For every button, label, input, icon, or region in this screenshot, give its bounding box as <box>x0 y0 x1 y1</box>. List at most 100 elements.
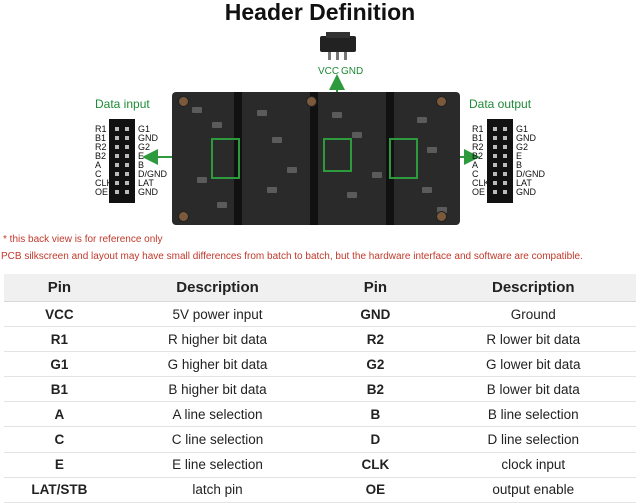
pin-label: A <box>472 160 479 170</box>
pin-label: A <box>95 160 102 170</box>
idc-pin <box>115 181 119 185</box>
description-cell: G lower bit data <box>430 351 636 378</box>
pin-cell: VCC <box>4 301 115 328</box>
pin-cell: OE <box>320 477 431 503</box>
pin-label: OE <box>472 187 486 197</box>
pin-label: CLK <box>95 178 113 188</box>
description-cell: Ground <box>430 301 636 328</box>
description-cell: B line selection <box>430 401 636 428</box>
idc-pin <box>503 172 507 176</box>
idc-pin <box>493 136 497 140</box>
pin-label: R2 <box>472 142 484 152</box>
pin-label: LAT <box>138 178 154 188</box>
power-header-connector <box>320 32 356 60</box>
description-cell: latch pin <box>114 477 321 503</box>
pin-cell: B <box>320 401 431 428</box>
data-output-idc-connector <box>487 119 513 203</box>
pin-label: R1 <box>95 124 107 134</box>
description-cell: clock input <box>430 452 636 478</box>
pin-label: G1 <box>516 124 529 134</box>
description-cell: 5V power input <box>114 301 321 328</box>
description-cell: B lower bit data <box>430 376 636 403</box>
description-cell: G higher bit data <box>114 351 321 378</box>
note-reference-only: * this back view is for reference only <box>3 234 163 245</box>
idc-pin <box>503 145 507 149</box>
idc-pin <box>493 127 497 131</box>
pin-cell: C <box>4 426 115 453</box>
description-cell: C line selection <box>114 426 321 453</box>
idc-pin <box>503 127 507 131</box>
pin-label: B1 <box>95 133 107 143</box>
mount-hole <box>306 96 317 107</box>
pin-label: E <box>516 151 523 161</box>
idc-pin <box>115 190 119 194</box>
pin-label: C <box>472 169 479 179</box>
pin-cell: B1 <box>4 376 115 403</box>
description-cell: E line selection <box>114 452 321 478</box>
pin-label: GND <box>138 187 158 197</box>
description-cell: output enable <box>430 477 636 503</box>
idc-pin <box>115 154 119 158</box>
idc-pin <box>125 163 129 167</box>
mount-hole <box>436 211 447 222</box>
description-cell: A line selection <box>114 401 321 428</box>
idc-pin <box>493 181 497 185</box>
description-cell: R higher bit data <box>114 326 321 353</box>
idc-pin <box>125 172 129 176</box>
pin-cell: B2 <box>320 376 431 403</box>
idc-pin <box>125 127 129 131</box>
pin-label: R1 <box>472 124 484 134</box>
data-output-label: Data output <box>469 97 532 111</box>
output-header-highlight <box>389 138 418 179</box>
idc-pin <box>503 136 507 140</box>
idc-pin <box>115 172 119 176</box>
idc-pin <box>125 136 129 140</box>
idc-pin <box>115 136 119 140</box>
pin-cell: E <box>4 452 115 478</box>
header-pin: Pin <box>4 274 115 302</box>
idc-pin <box>125 190 129 194</box>
pin-label: G2 <box>516 142 529 152</box>
pin-label: B2 <box>472 151 484 161</box>
idc-pin <box>503 154 507 158</box>
idc-pin <box>503 190 507 194</box>
pin-label: C <box>95 169 102 179</box>
idc-pin <box>115 163 119 167</box>
header-pin: Pin <box>320 274 431 302</box>
pin-cell: G1 <box>4 351 115 378</box>
idc-pin <box>125 145 129 149</box>
header-description: Description <box>430 274 636 302</box>
idc-pin <box>115 127 119 131</box>
header-description: Description <box>114 274 321 302</box>
gnd-label: GND <box>341 66 364 77</box>
idc-pin <box>503 163 507 167</box>
pin-cell: R1 <box>4 326 115 353</box>
idc-pin <box>493 154 497 158</box>
pin-label: B2 <box>95 151 107 161</box>
pin-label: OE <box>95 187 109 197</box>
pin-cell: G2 <box>320 351 431 378</box>
pin-label: B <box>138 160 145 170</box>
pin-cell: CLK <box>320 452 431 478</box>
idc-pin <box>125 181 129 185</box>
idc-pin <box>115 145 119 149</box>
led-panel-back-view <box>172 92 460 225</box>
table-header-row: Pin Description Pin Description <box>4 274 636 302</box>
pin-cell: GND <box>320 301 431 328</box>
input-header-highlight <box>211 138 240 179</box>
pin-label: B <box>516 160 523 170</box>
pin-label: GND <box>516 133 536 143</box>
data-input-label: Data input <box>95 97 150 111</box>
pin-cell: D <box>320 426 431 453</box>
page-title: Header Definition <box>224 0 416 25</box>
pin-cell: LAT/STB <box>4 477 115 503</box>
